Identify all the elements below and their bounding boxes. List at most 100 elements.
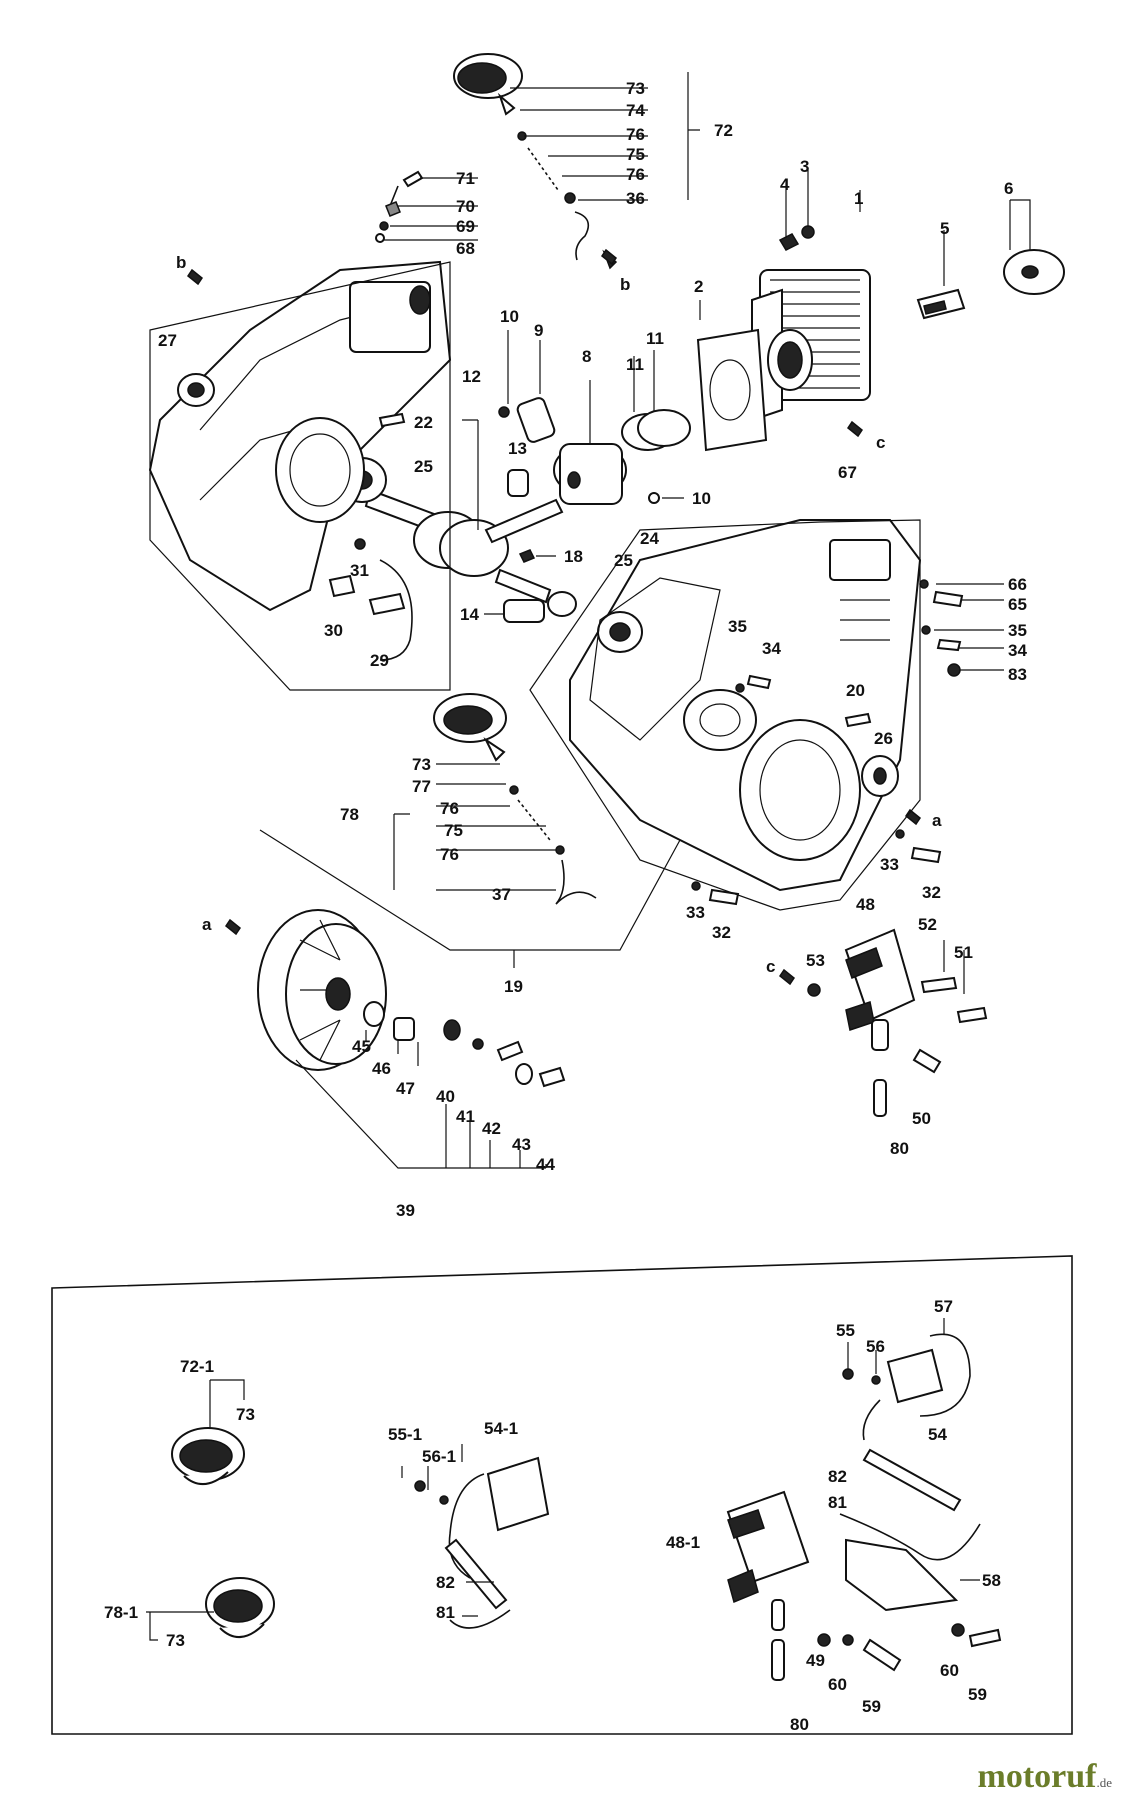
starter-cap-78-1 [146,1577,275,1641]
label-73: 73 [412,755,431,774]
label-33: 33 [686,903,705,922]
label-25: 25 [414,457,433,476]
label-b: b [620,275,630,294]
label-54: 54 [928,1425,947,1444]
part-number-labels: 73 74 76 75 76 36 72 71 70 69 68 b b 4 3… [104,79,1027,1734]
label-14: 14 [460,605,479,624]
arrow-b-top [600,248,618,266]
label-13: 13 [508,439,527,458]
gasket-24 [589,577,721,741]
bushing-26 [861,755,899,797]
label-31: 31 [350,561,369,580]
label-39: 39 [396,1201,415,1220]
bolts-65-66-83 [919,579,1004,677]
label-81: 81 [828,1493,847,1512]
decompression-3-4 [778,170,861,251]
leader-lines-39 [295,1059,547,1169]
label-67: 67 [838,463,857,482]
label-c: c [766,957,775,976]
circlip-10 [498,330,684,504]
label-75: 75 [444,821,463,840]
label-73: 73 [626,79,645,98]
leader-lines-72 [510,72,700,201]
label-8: 8 [582,347,591,366]
flywheel-39 [257,909,387,1071]
module-54-57 [839,1318,981,1561]
label-73: 73 [166,1631,185,1650]
starter-cap-72-1 [171,1379,245,1485]
label-59: 59 [968,1685,987,1704]
ignition-coil-48-1 [726,1490,810,1681]
label-34: 34 [1008,641,1027,660]
label-1: 1 [854,189,863,208]
label-6: 6 [1004,179,1013,198]
label-82: 82 [436,1573,455,1592]
seal-14 [484,591,577,623]
label-72: 72 [714,121,733,140]
label-48-1: 48-1 [666,1533,700,1552]
label-22: 22 [414,413,433,432]
label-59: 59 [862,1697,881,1716]
label-74: 74 [626,101,645,120]
label-18: 18 [564,547,583,566]
coil-hardware-50-53 [807,940,988,1117]
label-56: 56 [866,1337,885,1356]
label-40: 40 [436,1087,455,1106]
piston-rings-11 [621,350,691,451]
crankcase-left [148,260,452,612]
label-69: 69 [456,217,475,236]
label-11: 11 [626,355,644,374]
label-55-1: 55-1 [388,1425,422,1444]
label-a: a [202,915,212,934]
starter-cap-78 [433,693,597,905]
needle-bearing-13 [507,469,529,497]
label-60: 60 [940,1661,959,1680]
label-a: a [932,811,942,830]
label-42: 42 [482,1119,501,1138]
label-83: 83 [1008,665,1027,684]
ignition-coil-48 [844,928,916,1051]
bearing-25-right [597,611,643,653]
label-53: 53 [806,951,825,970]
label-37: 37 [492,885,511,904]
label-80: 80 [790,1715,809,1734]
label-c: c [876,433,885,452]
label-43: 43 [512,1135,531,1154]
bolt-34-35-mid [735,674,772,693]
label-47: 47 [396,1079,415,1098]
flywheel-hardware-40-47 [363,1001,566,1088]
label-30: 30 [324,621,343,640]
label-12: 12 [462,367,481,386]
label-10: 10 [692,489,711,508]
watermark-brand: motoruf [977,1758,1097,1795]
woodruff-key-18 [518,549,556,563]
label-72-1: 72-1 [180,1357,214,1376]
arrow-c-top [846,420,864,438]
label-51: 51 [954,943,973,962]
outline-left-group [149,261,451,691]
label-73: 73 [236,1405,255,1424]
spark-plug-5 [916,230,966,320]
label-33: 33 [880,855,899,874]
label-76: 76 [440,799,459,818]
label-76: 76 [440,845,459,864]
gasket-2 [696,300,768,452]
piston-pin-9 [516,340,556,443]
piston-8 [553,380,627,505]
label-46: 46 [372,1059,391,1078]
label-48: 48 [856,895,875,914]
label-71: 71 [456,169,475,188]
label-3: 3 [800,157,809,176]
bolts-32-33 [691,829,942,906]
label-29: 29 [370,651,389,670]
label-44: 44 [536,1155,555,1174]
label-9: 9 [534,321,543,340]
outline-right-group [529,519,921,911]
label-26: 26 [874,729,893,748]
arrow-a-right [904,808,922,826]
seal-27 [177,373,215,407]
label-20: 20 [846,681,865,700]
label-4: 4 [780,175,790,194]
label-60: 60 [828,1675,847,1694]
label-65: 65 [1008,595,1027,614]
